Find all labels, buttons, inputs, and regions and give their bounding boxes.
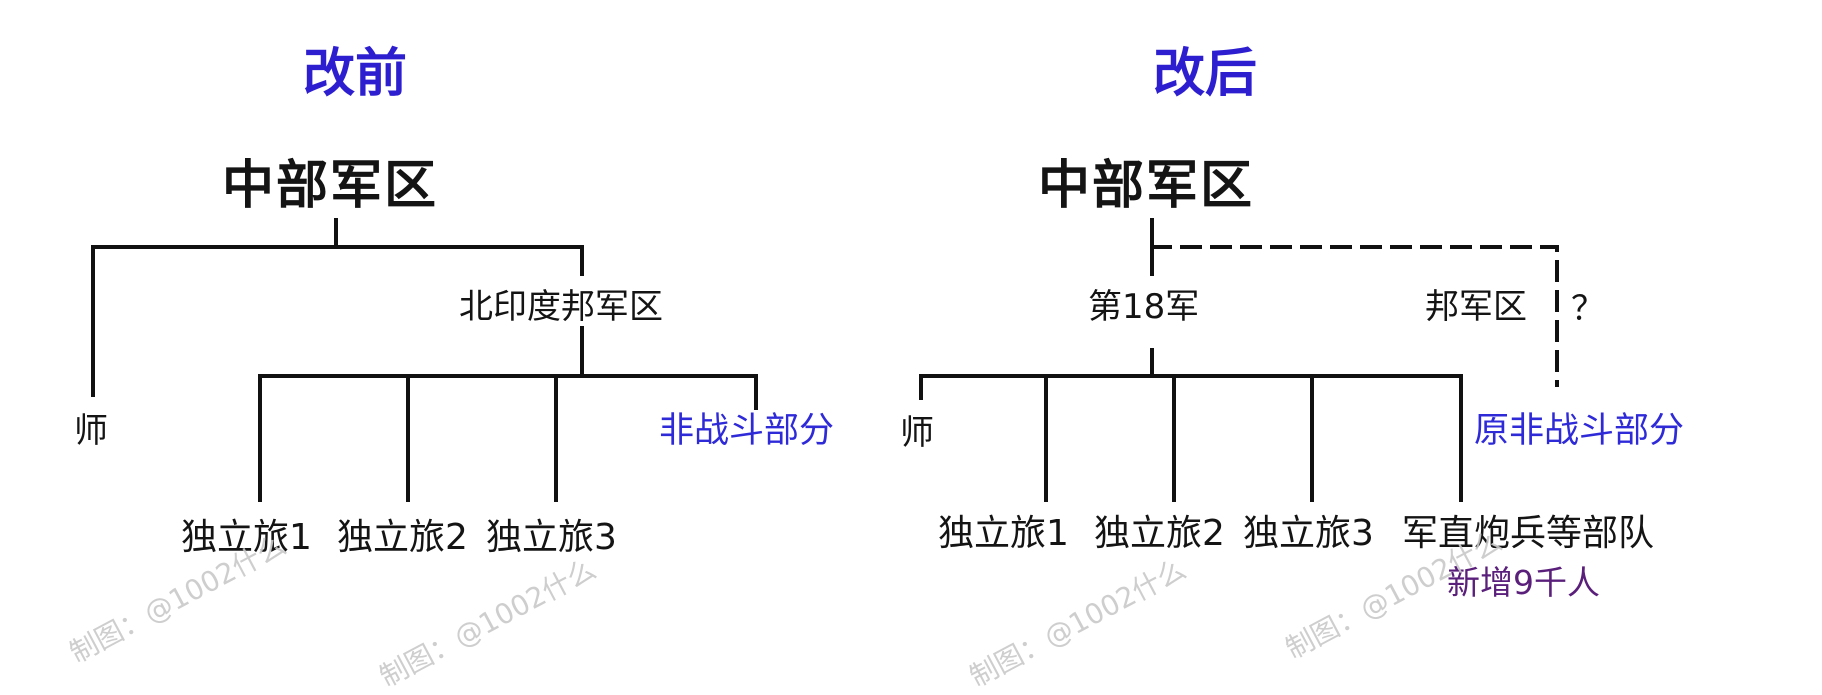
after-division-node: 师 [900,413,934,453]
after-corps-node: 第18军 [1088,287,1200,327]
after-brigade-2: 独立旅2 [1094,513,1225,554]
after-root-node: 中部军区 [1038,156,1255,216]
after-dashed-link [1150,245,1559,387]
before-division-node: 师 [74,411,108,451]
after-former-noncombat-node: 原非战斗部分 [1474,411,1685,451]
after-state-command-node: 邦军区 [1425,287,1527,327]
after-brigade-1: 独立旅1 [938,513,1069,554]
after-artillery-node: 军直炮兵等部队 [1402,513,1655,554]
before-root-node: 中部军区 [222,156,439,216]
before-command-node: 北印度邦军区 [459,287,663,327]
after-brigade-3: 独立旅3 [1243,513,1374,554]
before-brigade-2: 独立旅2 [337,517,468,558]
before-brigade-3: 独立旅3 [486,517,617,558]
before-noncombat-node: 非战斗部分 [659,411,835,451]
before-brigade-1: 独立旅1 [181,517,312,558]
after-added-note: 新增9千人 [1447,563,1600,602]
before-title: 改前 [303,44,408,104]
after-title: 改后 [1153,44,1258,104]
after-question-mark: ？ [1571,289,1605,329]
